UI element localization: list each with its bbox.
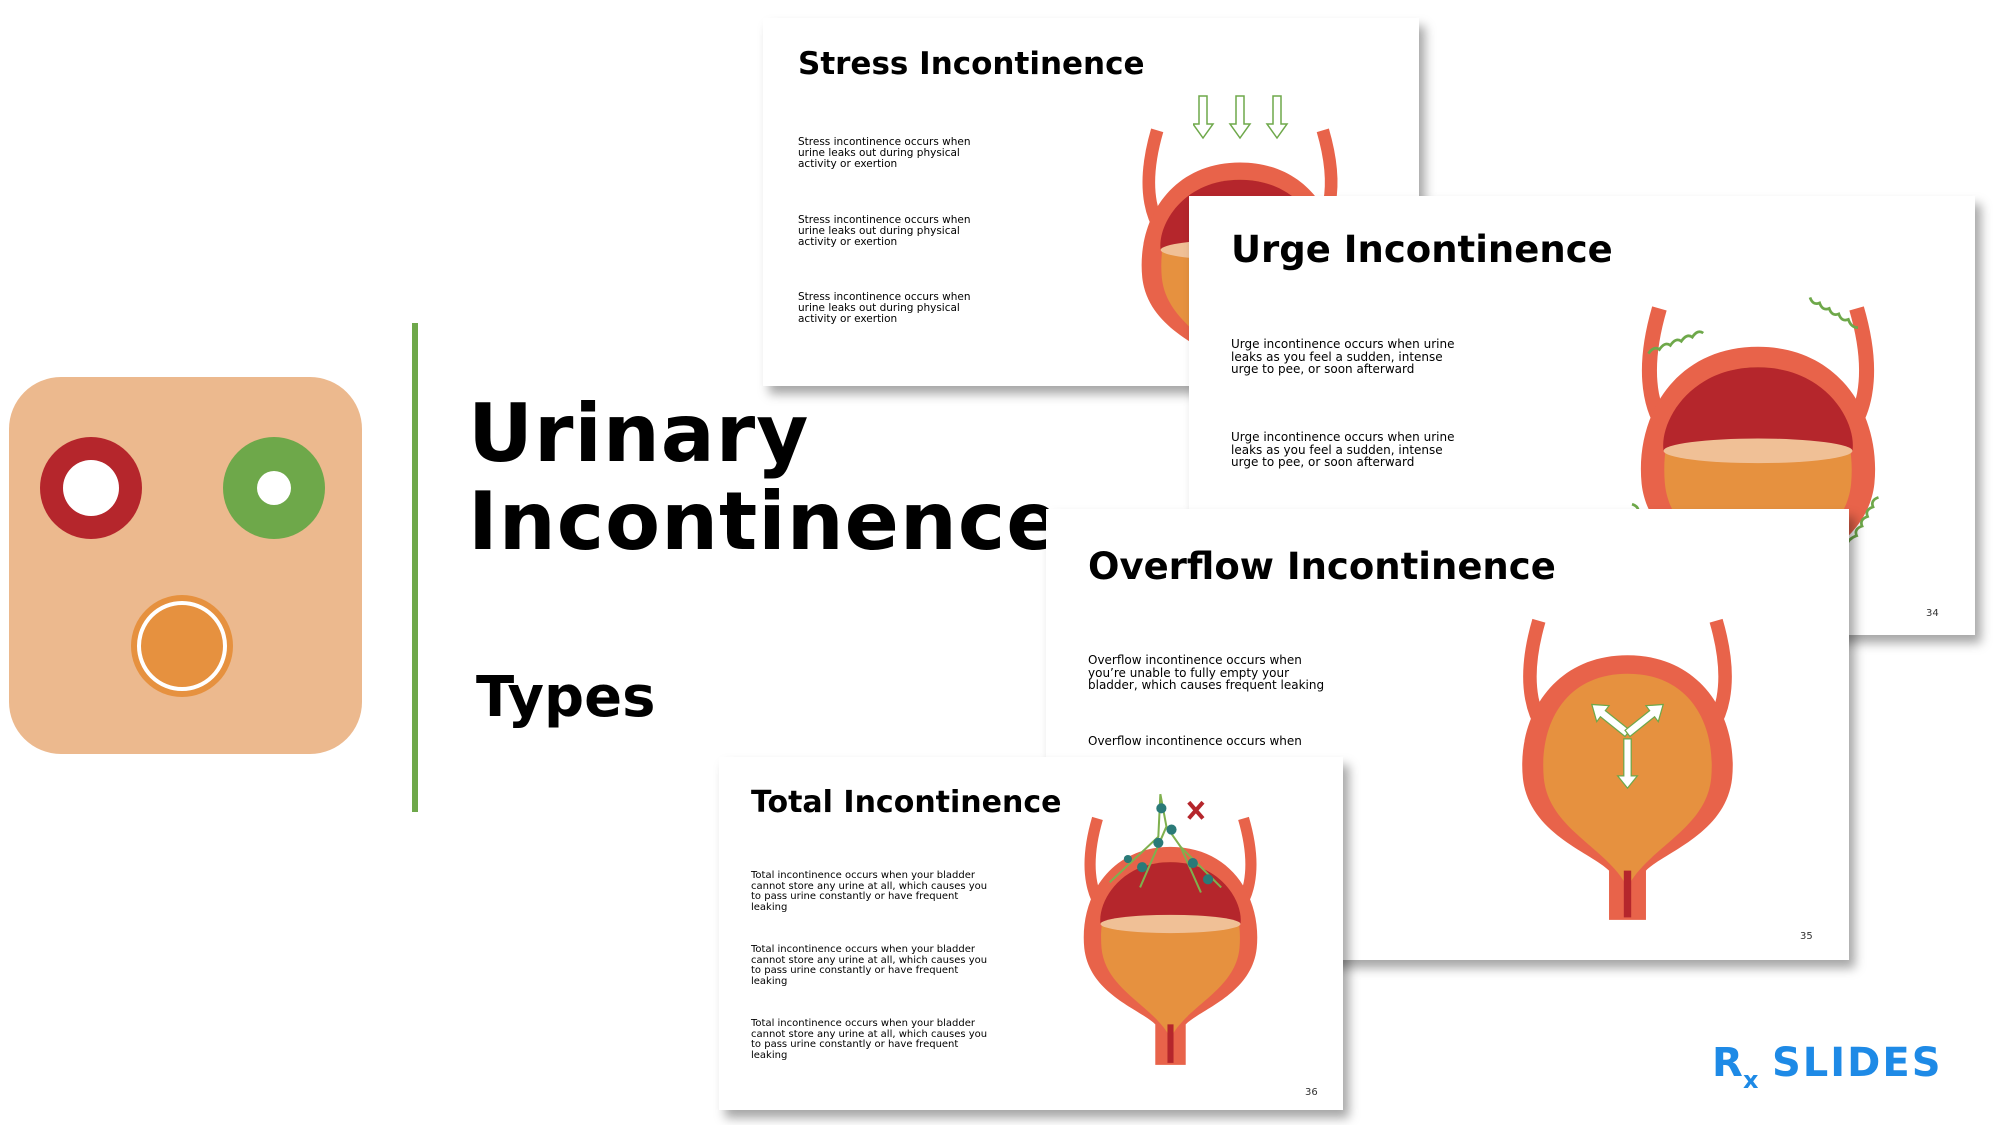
slide-paragraph: Total incontinence occurs when your blad… <box>751 1018 988 1061</box>
slide-paragraph: Urge incontinence occurs when urine leak… <box>1231 430 1455 470</box>
circles-icon <box>40 437 325 697</box>
rxslides-logo: R x SLIDES <box>1712 1036 1982 1094</box>
cover-title: Urinary Incontinence <box>468 390 1062 566</box>
bladder-illustration <box>1487 606 1768 926</box>
down-arrows-icon <box>1193 95 1289 140</box>
app-icon-tile <box>9 377 362 754</box>
page-number: 35 <box>1800 931 1813 942</box>
title-line-1: Urinary <box>468 387 810 480</box>
accent-divider <box>412 323 418 812</box>
slide-paragraph: Stress incontinence occurs when urine le… <box>798 136 971 171</box>
slide-paragraph: Urge incontinence occurs when urine leak… <box>1231 337 1455 377</box>
three-way-arrow-icon <box>1590 703 1665 790</box>
slide-paragraph: Stress incontinence occurs when urine le… <box>798 291 971 326</box>
slide-paragraph: Total incontinence occurs when your blad… <box>751 870 988 913</box>
bladder-illustration <box>1062 793 1279 1070</box>
slide-title: Total Incontinence <box>751 785 1062 820</box>
slide-paragraph: Stress incontinence occurs when urine le… <box>798 214 971 249</box>
slide-paragraph: Overflow incontinence occurs when you’re… <box>1088 653 1325 693</box>
cover-subtitle: Types <box>476 665 656 730</box>
slide-title: Stress Incontinence <box>798 46 1145 82</box>
svg-text:SLIDES: SLIDES <box>1772 1040 1943 1086</box>
nerve-x-icon <box>1108 793 1222 893</box>
page-number: 36 <box>1305 1087 1318 1098</box>
slide-stress[interactable]: Stress Incontinence Stress incontinence … <box>763 18 1419 386</box>
slide-paragraph: Overflow incontinence occurs when <box>1088 734 1302 748</box>
slide-paragraph: Total incontinence occurs when your blad… <box>751 944 988 987</box>
svg-text:x: x <box>1743 1066 1759 1092</box>
title-line-2: Incontinence <box>468 475 1062 568</box>
slide-total[interactable]: Total Incontinence Total incontinence oc… <box>719 757 1343 1110</box>
slide-title: Overflow Incontinence <box>1088 545 1556 588</box>
svg-text:R: R <box>1712 1040 1743 1086</box>
slide-title: Urge Incontinence <box>1231 228 1613 271</box>
page-number: 34 <box>1926 608 1939 619</box>
